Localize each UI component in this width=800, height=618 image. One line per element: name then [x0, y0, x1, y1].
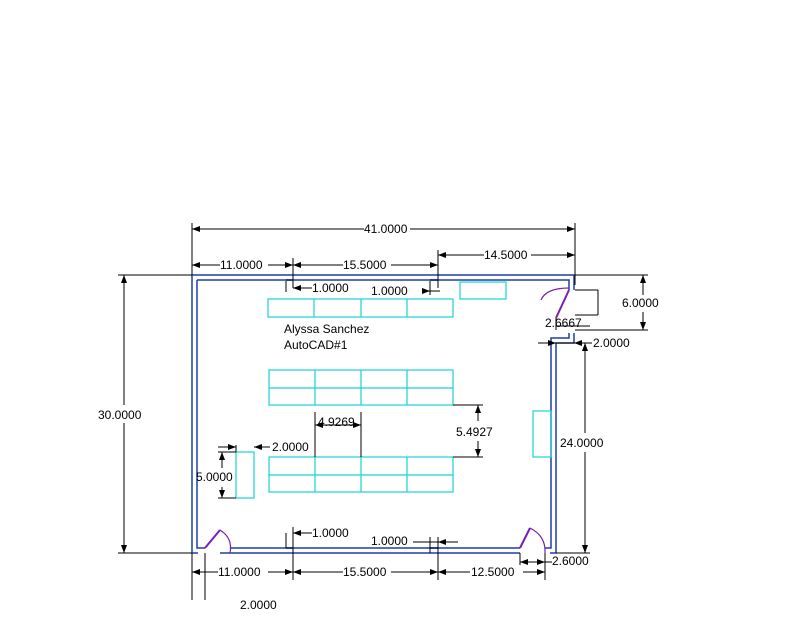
dim-bottom-window-1: 1.0000 — [312, 526, 349, 540]
table-row-middle — [268, 369, 454, 406]
dim-bottom-window-2: 1.0000 — [371, 534, 408, 548]
dim-bottom-right-segment: 12.5000 — [471, 565, 515, 579]
dim-bottom-right-door: 2.6000 — [552, 554, 589, 568]
cabinet-top-right — [459, 281, 507, 300]
dim-top-right-segment: 14.5000 — [484, 248, 528, 262]
table-row-bottom — [268, 456, 454, 493]
dim-table-gap-height: 5.4927 — [456, 425, 493, 439]
dimension-arrows — [121, 226, 646, 575]
furniture — [235, 281, 552, 499]
dim-right-upper-height: 6.0000 — [622, 296, 659, 310]
dim-overall-width: 41.0000 — [364, 222, 408, 236]
dimension-labels: 41.0000 11.0000 15.5000 14.5000 1.0000 1… — [98, 222, 659, 612]
dim-left-cabinet-offset: 2.0000 — [272, 440, 309, 454]
dim-right-lower-height: 24.0000 — [560, 436, 604, 450]
drawing-notes: Alyssa Sanchez AutoCAD#1 — [284, 322, 369, 352]
dim-top-left-segment: 11.0000 — [220, 258, 263, 272]
author-name: Alyssa Sanchez — [284, 322, 369, 336]
table-row-top — [267, 298, 454, 318]
cabinet-left — [235, 451, 255, 499]
door-top-right — [540, 287, 570, 319]
dim-cut-off-label: 2.0000 — [240, 598, 277, 612]
dim-top-window-1: 1.0000 — [312, 281, 349, 295]
dim-bottom-mid-segment: 15.5000 — [343, 565, 387, 579]
dim-left-cabinet-height: 5.0000 — [196, 470, 233, 484]
cabinet-right — [532, 410, 552, 458]
dim-top-window-2: 1.0000 — [371, 284, 408, 298]
dim-right-step: 2.0000 — [593, 336, 630, 350]
dim-right-door-offset: 2.6667 — [545, 316, 582, 330]
dim-overall-height: 30.0000 — [98, 408, 142, 422]
dim-table-spacing: 4.9269 — [318, 415, 355, 429]
dim-bottom-left-segment: 11.0000 — [218, 565, 261, 579]
wall-inner — [196, 279, 570, 549]
door-bottom-right — [519, 527, 546, 554]
doors — [204, 287, 570, 554]
door-bottom-left — [204, 529, 232, 554]
dim-top-mid-segment: 15.5000 — [343, 258, 387, 272]
drawing-title: AutoCAD#1 — [284, 338, 348, 352]
